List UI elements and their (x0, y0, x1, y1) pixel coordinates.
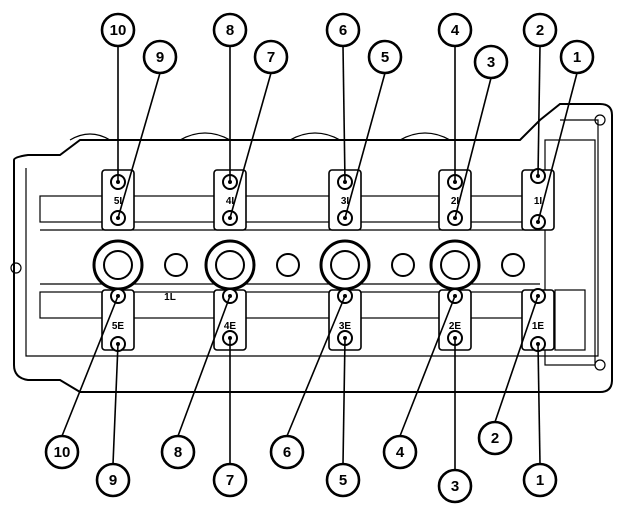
callout-leader (286, 295, 346, 437)
exhaust-bearing-caps: 5E 4E 3E 2E 1E (101, 289, 555, 351)
callout-number: 6 (339, 22, 347, 39)
exhaust-cap-label: 1E (532, 321, 545, 332)
callout-circle (100, 12, 136, 48)
callout-circle (160, 434, 196, 470)
callout-leader (494, 295, 539, 423)
callout-leader (342, 45, 346, 183)
spark-plug-hole (440, 250, 470, 280)
callout-circle (382, 434, 418, 470)
callout-number: 3 (451, 478, 459, 495)
callout-circle (95, 462, 131, 498)
head-bolt-boss (501, 253, 525, 277)
spark-plug-hole (103, 250, 133, 280)
callout-number: 2 (491, 430, 499, 447)
callout-circle (212, 462, 248, 498)
exhaust-cap-label: 5E (112, 321, 125, 332)
callout-circle (367, 39, 403, 75)
callout-number: 10 (110, 22, 127, 39)
callout-number: 2 (536, 22, 544, 39)
callout-number: 5 (339, 472, 347, 489)
callout-circle (437, 12, 473, 48)
callout-circle (325, 462, 361, 498)
intake-bearing-caps: 5I 4I 3I 2I 1I (101, 169, 555, 231)
callout-number: 7 (267, 49, 275, 66)
callout-leader (537, 343, 541, 465)
callout-number: 5 (381, 49, 389, 66)
callout-leader (399, 295, 456, 437)
head-bolt-boss (391, 253, 415, 277)
intake-cap-label: 3I (341, 196, 350, 207)
callout-leader (117, 72, 161, 219)
callout-leader (229, 72, 272, 219)
callout-circle (142, 39, 178, 75)
callout-circle (253, 39, 289, 75)
callout-number: 8 (174, 444, 182, 461)
callout-number: 8 (226, 22, 234, 39)
exhaust-cap-label: 2E (449, 321, 462, 332)
spark-plug-hole (215, 250, 245, 280)
callout-leader (537, 72, 578, 223)
callout-circle (522, 12, 558, 48)
callout-number: 1 (536, 472, 544, 489)
callout-number: 1 (573, 49, 581, 66)
callout-leader (537, 45, 541, 177)
callout-leader (344, 72, 386, 219)
exhaust-cap-label: 3E (339, 321, 352, 332)
callout-circle (437, 468, 473, 504)
intake-cap-label: 4I (226, 196, 235, 207)
callout-circle (477, 420, 513, 456)
callout-leader-lines (61, 45, 578, 470)
callout-number: 6 (283, 444, 291, 461)
callout-number: 10 (54, 444, 71, 461)
head-bolt-boss (164, 253, 188, 277)
callout-circle (325, 12, 361, 48)
intake-cap-label: 5I (114, 196, 123, 207)
front-label: 1L (164, 292, 176, 303)
callout-leader (342, 337, 346, 465)
intake-cap-label: 1I (534, 196, 543, 207)
bolt-sequence-callouts: 10 9 8 7 6 5 4 3 2 1 10 9 8 7 6 5 4 3 2 1 (44, 12, 595, 504)
exhaust-cap-label: 4E (224, 321, 237, 332)
callout-leader (177, 295, 231, 437)
callout-number: 4 (451, 22, 460, 39)
callout-leader (112, 343, 119, 465)
callout-circle (269, 434, 305, 470)
callout-leader (454, 77, 492, 219)
callout-circle (522, 462, 558, 498)
callout-leader (61, 295, 119, 437)
callout-circle (559, 39, 595, 75)
callout-number: 7 (226, 472, 234, 489)
intake-cap-label: 2I (451, 196, 460, 207)
callout-circle (473, 44, 509, 80)
head-bolt-boss (276, 253, 300, 277)
front-cap-labels: 1L (164, 292, 176, 303)
spark-plug-bores (92, 239, 525, 291)
callout-circle (212, 12, 248, 48)
callout-circle (44, 434, 80, 470)
callout-number: 9 (156, 49, 164, 66)
spark-plug-hole (330, 250, 360, 280)
callout-number: 4 (396, 444, 405, 461)
callout-number: 3 (487, 54, 495, 71)
callout-number: 9 (109, 472, 117, 489)
